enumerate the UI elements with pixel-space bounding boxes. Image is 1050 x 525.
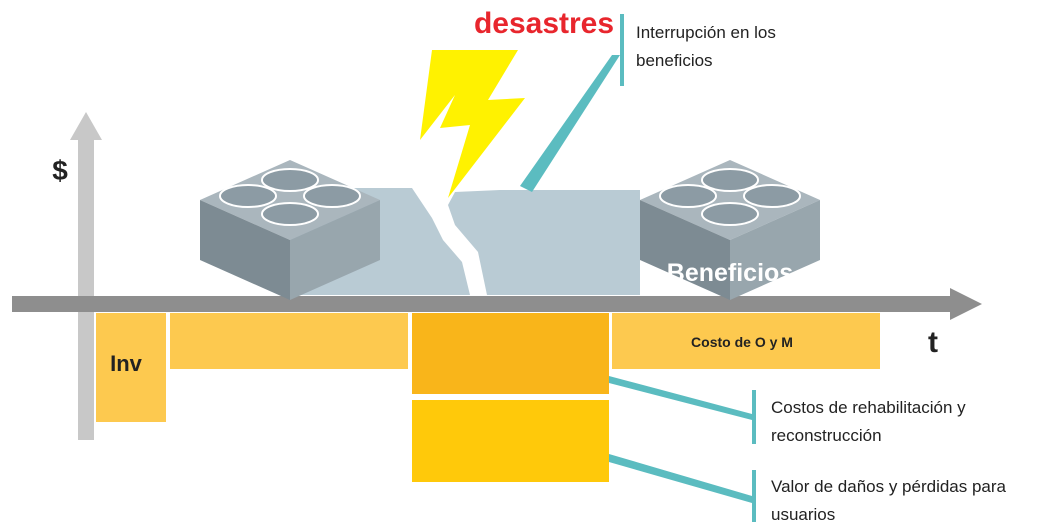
rehab-callout-bar [752,390,756,444]
lightning-icon [420,50,525,198]
interruption-callout-line [520,55,620,192]
om-cost-block-right [612,313,880,369]
interruption-label-line2: beneficios [636,51,713,70]
x-axis-label: t [928,326,938,359]
rehab-cost-block [412,313,609,394]
disaster-label: desastres [474,7,614,40]
damage-callout-bar [752,470,756,522]
damage-cost-block [412,400,609,482]
damage-label-line2: usuarios [771,505,835,524]
rehab-label-line2: reconstrucción [771,426,882,445]
damage-label-line1: Valor de daños y pérdidas para [771,477,1007,496]
x-axis-arrow [12,288,982,320]
lego-brick-icon [200,160,380,300]
benefits-label: Beneficios [667,259,793,287]
interruption-callout-bar [620,14,624,86]
benefit-band-right [448,190,640,295]
damage-callout-line [609,454,752,503]
investment-label: Inv [110,351,143,376]
om-cost-block-left [170,313,408,369]
om-cost-label: Costo de O y M [691,334,793,350]
interruption-label-line1: Interrupción en los [636,23,776,42]
investment-block [96,313,166,422]
rehab-callout-line [609,376,752,420]
rehab-label-line1: Costos de rehabilitación y [771,398,966,417]
y-axis-label: $ [52,155,68,186]
lego-brick-icon [640,160,820,300]
y-axis-arrow [70,112,102,440]
